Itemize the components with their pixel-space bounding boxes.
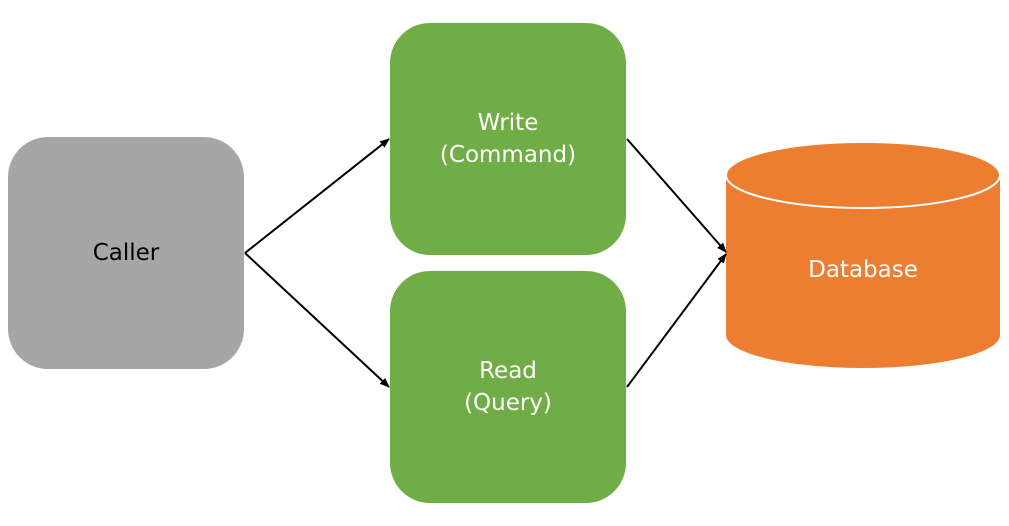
write-command-node: Write (Command) <box>390 23 626 255</box>
arrow-write-to-database <box>626 138 727 253</box>
write-command-label: Write (Command) <box>439 110 577 168</box>
database-cylinder-top <box>725 141 1001 209</box>
caller-label: Caller <box>92 240 160 266</box>
read-query-label: Read (Query) <box>464 358 552 416</box>
read-query-node: Read (Query) <box>390 271 626 503</box>
arrow-caller-to-write <box>244 138 390 254</box>
caller-node: Caller <box>8 137 244 369</box>
arrow-caller-to-read <box>244 252 390 388</box>
database-cylinder <box>725 141 1001 368</box>
arrow-read-to-database <box>626 253 727 388</box>
database-label: Database <box>808 257 918 283</box>
database-cylinder-body <box>726 175 1000 368</box>
